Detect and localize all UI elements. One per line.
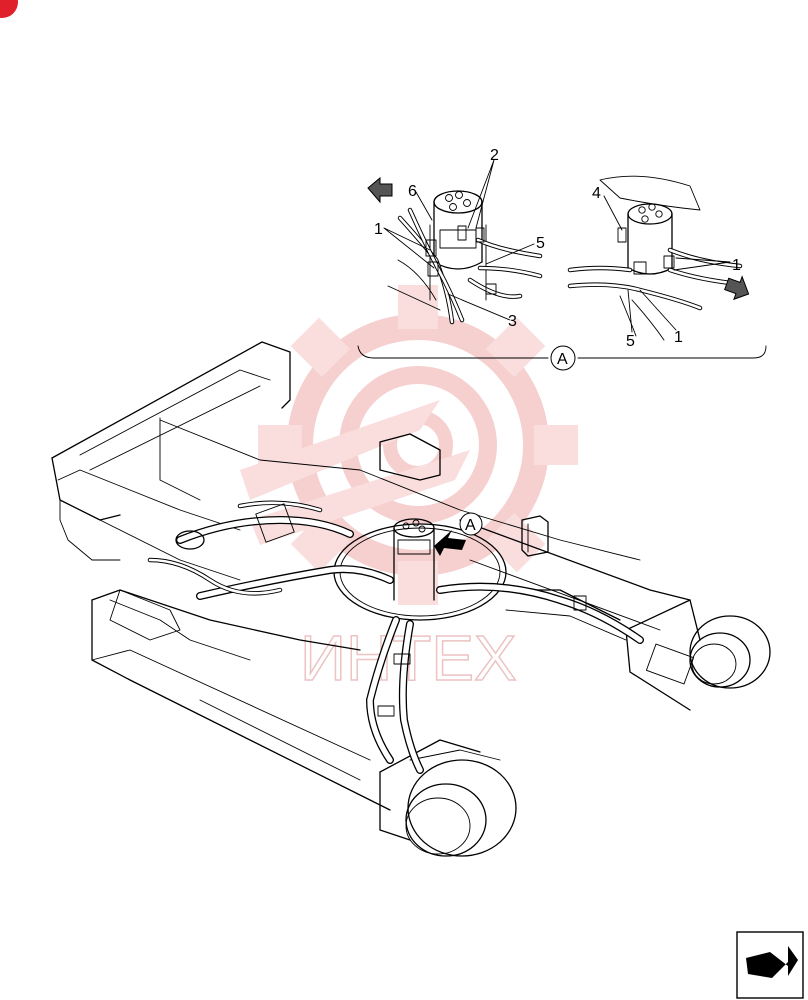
callout-label: 2	[490, 147, 499, 164]
direction-arrow-icon	[724, 275, 750, 301]
callout-label: 5	[626, 333, 635, 350]
direction-arrow-icon	[434, 530, 466, 556]
corner-badge-icon	[0, 0, 18, 18]
callout-label: 1	[374, 221, 383, 238]
view-marker-label: A	[557, 351, 568, 368]
main-marker-label: A	[465, 517, 476, 534]
callout-label: 6	[408, 183, 417, 200]
view-marker	[459, 512, 483, 536]
callout-label: 1	[732, 257, 741, 274]
undercarriage-drawing	[51, 341, 771, 857]
detail-view-left	[367, 159, 543, 325]
callout-label: 4	[592, 185, 601, 202]
callout-label: 3	[508, 313, 517, 330]
view-bracket	[357, 345, 767, 359]
watermark-logo	[240, 285, 578, 605]
direction-arrow-icon	[367, 176, 393, 204]
detail-view-right	[567, 175, 750, 341]
callout-label: 1	[674, 329, 683, 346]
view-marker	[550, 345, 576, 371]
next-page-arrow-icon[interactable]	[736, 931, 804, 999]
callout-label: 5	[536, 235, 545, 252]
